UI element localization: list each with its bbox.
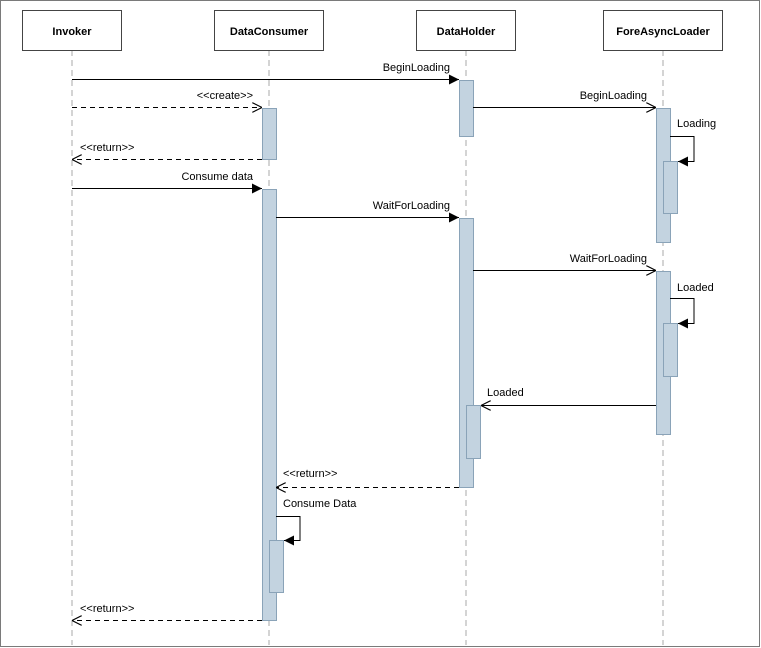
message-consume-data: Consume data	[72, 171, 262, 194]
message-loaded-self-arrow	[670, 298, 695, 329]
lifeline-dataholder-box	[416, 10, 516, 51]
lifeline-dataconsumer: DataConsumer	[214, 10, 324, 51]
lifeline-invoker-label: Invoker	[52, 26, 92, 38]
activation-dataholder-begin	[459, 80, 474, 137]
message-wait-for-loading-1-label: WaitForLoading	[373, 200, 450, 212]
message-loading-self-arrow	[670, 136, 695, 167]
lifeline-invoker-box	[22, 10, 122, 51]
lifeline-dataholder: DataHolder	[416, 10, 516, 51]
message-return-3: <<return>>	[72, 603, 262, 621]
lifeline-foreasyncloader: ForeAsyncLoader	[603, 10, 723, 51]
message-begin-loading-2-label: BeginLoading	[580, 90, 647, 102]
message-loading-self-label: Loading	[677, 118, 716, 130]
message-begin-loading-1: BeginLoading	[72, 62, 459, 85]
message-return-3-label: <<return>>	[80, 603, 134, 615]
message-loaded-self-label: Loaded	[677, 282, 714, 294]
message-loaded-self: Loaded	[670, 282, 714, 329]
message-consume-data-label: Consume data	[181, 171, 253, 183]
message-loaded-label: Loaded	[487, 387, 524, 399]
message-consume-data-self-arrow	[276, 516, 301, 546]
activation-dataconsumer-consume	[262, 189, 277, 621]
message-return-2-label: <<return>>	[283, 468, 337, 480]
message-wait-for-loading-1: WaitForLoading	[276, 200, 459, 223]
message-return-1-label: <<return>>	[80, 142, 134, 154]
activation-dataholder-loaded	[466, 405, 481, 459]
message-consume-data-self: Consume Data	[276, 498, 357, 546]
message-create-label: <<create>>	[197, 90, 253, 102]
message-loaded: Loaded	[481, 387, 656, 406]
lifeline-dataconsumer-box	[214, 10, 324, 51]
message-create: <<create>>	[72, 90, 262, 108]
message-begin-loading-1-label: BeginLoading	[383, 62, 450, 74]
message-return-2: <<return>>	[276, 468, 459, 488]
lifeline-dataconsumer-label: DataConsumer	[230, 26, 309, 38]
lifeline-foreasyncloader-box	[603, 10, 723, 51]
message-return-1: <<return>>	[72, 142, 262, 160]
activation-dataconsumer-self	[269, 540, 284, 593]
lifeline-invoker: Invoker	[22, 10, 122, 51]
lifeline-foreasyncloader-label: ForeAsyncLoader	[616, 26, 710, 38]
message-wait-for-loading-2: WaitForLoading	[473, 253, 656, 271]
lifeline-dataholder-label: DataHolder	[437, 26, 496, 38]
message-begin-loading-2: BeginLoading	[473, 90, 656, 108]
message-loading-self: Loading	[670, 118, 716, 167]
activation-foreasyncloader-loading	[663, 161, 678, 214]
activation-dataconsumer-create	[262, 108, 277, 160]
message-wait-for-loading-2-label: WaitForLoading	[570, 253, 647, 265]
message-consume-data-self-label: Consume Data	[283, 498, 357, 510]
activation-foreasyncloader-loaded	[663, 323, 678, 377]
